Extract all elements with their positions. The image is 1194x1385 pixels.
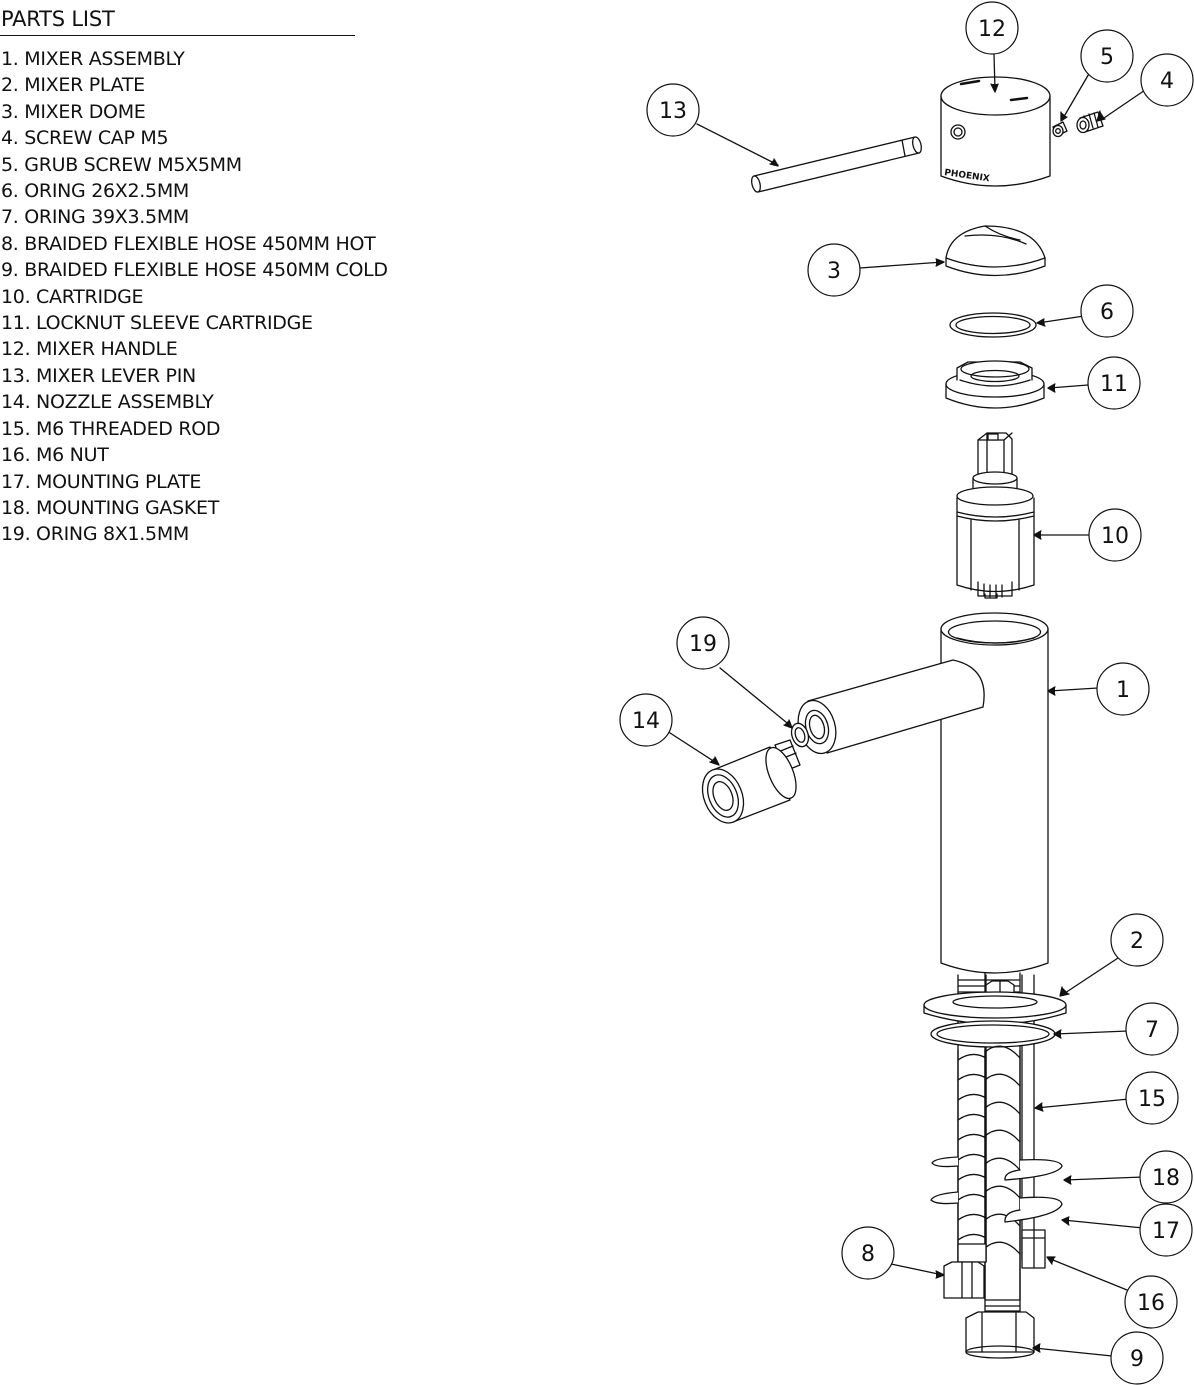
- callout-label: 11: [1100, 372, 1128, 397]
- callout-2: 2: [1110, 913, 1164, 967]
- callout-3: 3: [807, 243, 861, 297]
- parts-list: 1. MIXER ASSEMBLY 2. MIXER PLATE 3. MIXE…: [0, 46, 420, 548]
- callout-label: 1: [1116, 678, 1130, 703]
- parts-list-title: PARTS LIST: [1, 7, 115, 31]
- callout-label: 18: [1152, 1166, 1180, 1191]
- callout-6: 6: [1080, 284, 1134, 338]
- grub-screw-drawing: [1052, 121, 1068, 138]
- callout-label: 7: [1145, 1018, 1159, 1043]
- callout-label: 15: [1138, 1087, 1166, 1112]
- parts-list-item: 9. BRAIDED FLEXIBLE HOSE 450MM COLD: [1, 259, 388, 282]
- parts-list-item: 2. MIXER PLATE: [1, 74, 145, 97]
- callout-16: 16: [1124, 1275, 1178, 1329]
- cartridge-drawing: [956, 432, 1035, 599]
- mixer-handle-drawing: PHOENIX: [940, 76, 1051, 187]
- callout-label: 6: [1100, 300, 1114, 325]
- callout-label: 2: [1130, 929, 1144, 954]
- parts-list-item: 6. ORING 26X2.5MM: [1, 180, 189, 203]
- callout-18: 18: [1139, 1150, 1193, 1204]
- callout-label: 17: [1152, 1219, 1180, 1244]
- callout-12: 12: [965, 1, 1019, 55]
- callout-10: 10: [1088, 508, 1142, 562]
- callout-13: 13: [646, 83, 700, 137]
- callout-label: 4: [1160, 69, 1174, 94]
- mounting-hardware-drawing: [923, 972, 1067, 1359]
- parts-list-item: 7. ORING 39X3.5MM: [1, 206, 189, 229]
- callout-label: 19: [689, 632, 717, 657]
- callout-label: 16: [1137, 1291, 1165, 1316]
- callout-8: 8: [841, 1226, 895, 1280]
- parts-list-item: 1. MIXER ASSEMBLY: [1, 48, 185, 70]
- parts-list-item: 5. GRUB SCREW M5X5MM: [1, 153, 242, 176]
- callout-1: 1: [1096, 662, 1150, 716]
- callout-9: 9: [1110, 1331, 1164, 1385]
- parts-list-item: 13. MIXER LEVER PIN: [1, 364, 196, 387]
- callout-label: 12: [978, 17, 1006, 42]
- callout-17: 17: [1139, 1203, 1193, 1257]
- parts-list-item: 19. ORING 8X1.5MM: [1, 523, 189, 546]
- callout-4: 4: [1140, 53, 1194, 107]
- callout-5: 5: [1080, 29, 1134, 83]
- parts-list-item: 17. MOUNTING PLATE: [1, 470, 202, 493]
- parts-list-divider: [0, 35, 355, 36]
- parts-list-panel: PARTS LIST 1. MIXER ASSEMBLY 2. MIXER PL…: [0, 6, 420, 548]
- callouts: 12 5 4 13 3 6 11 10 19 1 14 2 7 15 18 17…: [619, 1, 1194, 1385]
- callout-label: 13: [659, 99, 687, 124]
- oring-26-drawing: [949, 312, 1037, 338]
- parts-list-item: 18. MOUNTING GASKET: [1, 496, 220, 519]
- screw-cap-drawing: [1076, 111, 1104, 134]
- callout-label: 8: [861, 1242, 875, 1267]
- callout-14: 14: [619, 693, 673, 747]
- parts-list-item: 10. CARTRIDGE: [1, 285, 144, 308]
- callout-label: 5: [1100, 45, 1114, 70]
- parts-list-item: 14. NOZZLE ASSEMBLY: [1, 391, 214, 414]
- callout-15: 15: [1125, 1071, 1179, 1125]
- callout-7: 7: [1125, 1002, 1179, 1056]
- parts-list-item: 4. SCREW CAP M5: [1, 127, 169, 150]
- callout-label: 9: [1130, 1347, 1144, 1372]
- callout-11: 11: [1087, 356, 1141, 410]
- nozzle-assembly-drawing: [701, 739, 801, 824]
- oring-8-drawing: [790, 722, 810, 748]
- parts-list-item: 12. MIXER HANDLE: [1, 338, 178, 361]
- parts-list-item: 15. M6 THREADED ROD: [1, 417, 221, 440]
- parts-list-item: 11. LOCKNUT SLEEVE CARTRIDGE: [1, 312, 313, 335]
- locknut-sleeve-drawing: [945, 360, 1045, 409]
- mixer-dome-drawing: [945, 225, 1046, 277]
- leader-lines: [666, 53, 1149, 1357]
- mixer-body-drawing: [797, 612, 1049, 974]
- callout-19: 19: [676, 616, 730, 670]
- callout-label: 10: [1101, 524, 1129, 549]
- mixer-lever-pin-drawing: [750, 136, 923, 193]
- callout-label: 3: [827, 259, 841, 284]
- parts-list-item: 8. BRAIDED FLEXIBLE HOSE 450MM HOT: [1, 232, 376, 255]
- callout-label: 14: [632, 709, 660, 734]
- parts-list-item: 3. MIXER DOME: [1, 100, 146, 123]
- parts-list-item: 16. M6 NUT: [1, 444, 109, 467]
